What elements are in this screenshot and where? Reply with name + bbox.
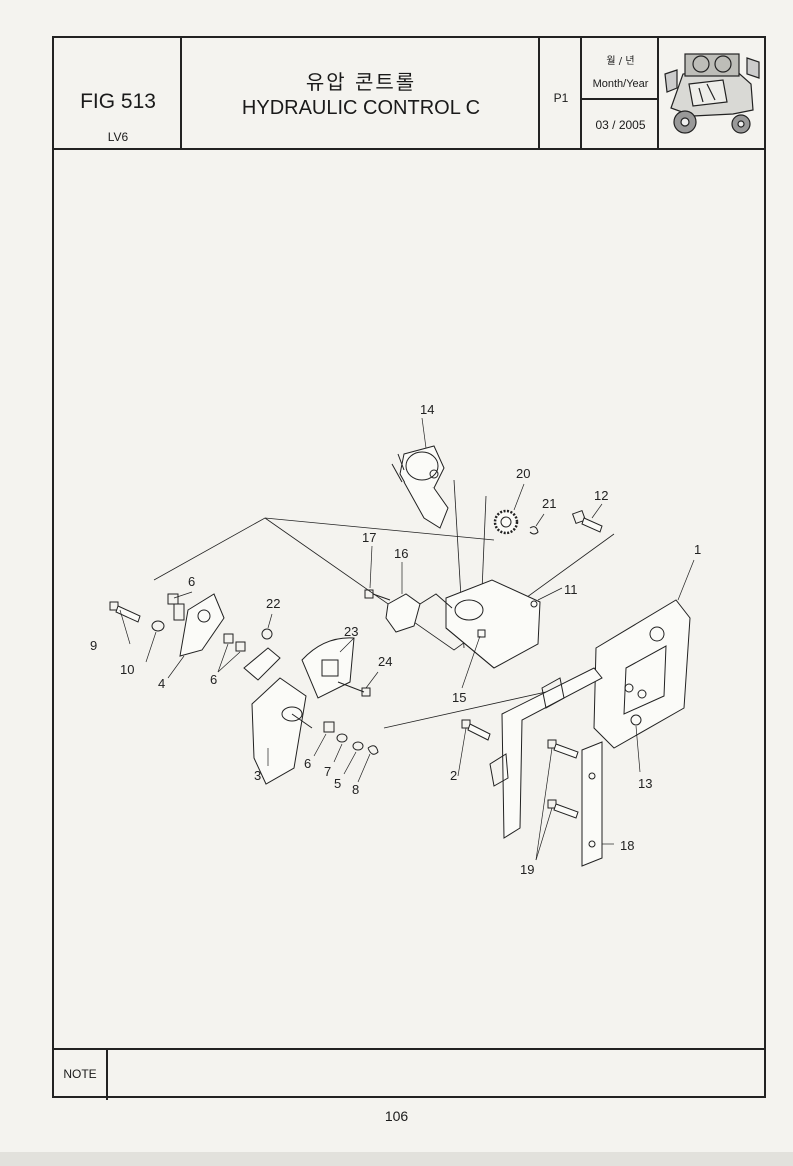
part-20-gear (493, 509, 519, 535)
note-label: NOTE (54, 1050, 108, 1100)
part-8-clip (367, 745, 379, 755)
date-label-english: Month/Year (592, 78, 649, 90)
callout-4: 4 (158, 676, 165, 691)
date-label-box: 월 / 년 Month/Year (582, 38, 659, 100)
callout-9: 9 (90, 638, 97, 653)
figure-number: FIG 513 (80, 90, 156, 113)
title-korean: 유압 콘트롤 (305, 70, 417, 94)
title-cell: 유압 콘트롤 HYDRAULIC CONTROL C (182, 38, 540, 148)
part-9-bolt (109, 601, 141, 623)
part-6-bushings (167, 593, 335, 733)
machine-illustration-icon (664, 53, 760, 134)
scan-edge (0, 1152, 793, 1166)
page-number: 106 (384, 1108, 409, 1124)
callout-6-top: 6 (188, 574, 195, 589)
part-18-plate (581, 741, 603, 867)
part-23-plate (301, 637, 355, 699)
part-22-nut (261, 628, 273, 640)
callout-numbers: 1 2 3 4 5 6 6 6 7 8 9 10 11 12 13 14 15 … (90, 402, 701, 877)
part-1-mounting-plate (593, 599, 691, 749)
title-english: HYDRAULIC CONTROL C (241, 97, 481, 119)
date-value: 03 / 2005 (595, 118, 646, 132)
part-5-washer (352, 741, 364, 751)
date-cell: 월 / 년 Month/Year 03 / 2005 (582, 38, 659, 148)
date-label-korean: 월 / 년 (606, 56, 635, 67)
callout-10: 10 (120, 662, 134, 677)
callout-18: 18 (620, 838, 634, 853)
part-21-clip (529, 526, 539, 535)
page-frame: FIG 513 LV6 유압 콘트롤 HYDRAULIC CONTROL C P… (52, 36, 766, 1100)
thumbnail-cell (659, 38, 764, 148)
callout-20: 20 (516, 466, 530, 481)
part-11-bracket (445, 579, 541, 669)
model-code: LV6 (107, 130, 129, 144)
callout-17: 17 (362, 530, 376, 545)
callout-22: 22 (266, 596, 280, 611)
callout-7: 7 (324, 764, 331, 779)
note-section: NOTE (54, 1048, 764, 1100)
callout-8: 8 (352, 782, 359, 797)
part-24-bolt (337, 681, 371, 697)
callout-5: 5 (334, 776, 341, 791)
callout-3: 3 (254, 768, 261, 783)
callout-21: 21 (542, 496, 556, 511)
exploded-parts-diagram: 1 2 3 4 5 6 6 6 7 8 9 10 11 12 13 14 15 … (90, 402, 701, 877)
callout-6-middle: 6 (210, 672, 217, 687)
callout-1: 1 (694, 542, 701, 557)
callout-13: 13 (638, 776, 652, 791)
part-10-washer (151, 620, 165, 632)
callout-11: 11 (564, 582, 578, 597)
callout-12: 12 (594, 488, 608, 503)
part-12-bolt (571, 509, 603, 533)
part-15-bolt (477, 629, 486, 638)
title-block: FIG 513 LV6 유압 콘트롤 HYDRAULIC CONTROL C P… (54, 38, 764, 150)
figure-cell: FIG 513 LV6 (54, 38, 182, 148)
part-2-frame-bracket (489, 667, 603, 839)
part-2-bolt (461, 719, 491, 741)
part-4-arm-plate (173, 593, 225, 657)
callout-19: 19 (520, 862, 534, 877)
callout-15: 15 (452, 690, 466, 705)
part-7-washer (336, 733, 348, 743)
page-code: P1 (553, 91, 569, 105)
part-3-lever (243, 647, 313, 785)
callout-24: 24 (378, 654, 392, 669)
part-17-bolt (364, 589, 391, 601)
part-16-sensor (385, 593, 453, 633)
callout-16: 16 (394, 546, 408, 561)
part-19-bolts (547, 739, 579, 819)
page-code-cell: P1 (540, 38, 582, 148)
callout-14: 14 (420, 402, 434, 417)
callout-6-lower: 6 (304, 756, 311, 771)
callout-23: 23 (344, 624, 358, 639)
callout-2: 2 (450, 768, 457, 783)
part-14-actuator (391, 445, 449, 529)
part-13-nut (630, 714, 642, 726)
